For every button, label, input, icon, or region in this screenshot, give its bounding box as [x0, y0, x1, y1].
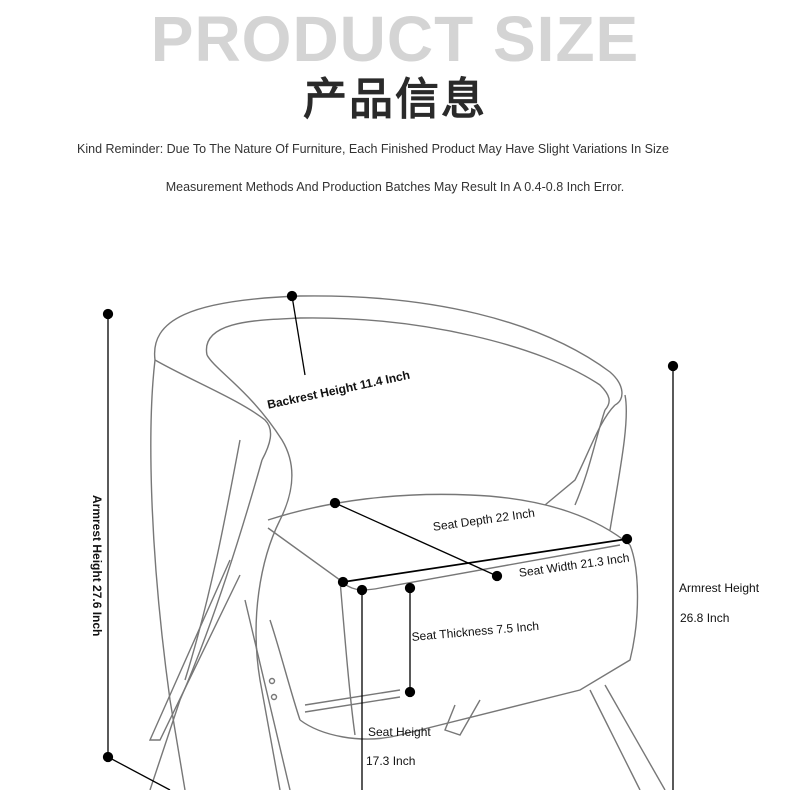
armrest-height-value: 26.8 Inch [680, 611, 730, 625]
title-cn: 产品信息 [303, 75, 487, 124]
seat-height-value: 17.3 Inch [366, 754, 416, 768]
seat-height-label: Seat Height [368, 725, 431, 739]
total-armrest-height-label: Armrest Height 27.6 Inch [90, 495, 104, 637]
armrest-height-label: Armrest Height [679, 581, 760, 595]
reminder-line-1: Kind Reminder: Due To The Nature Of Furn… [77, 142, 669, 156]
reminder-line-2: Measurement Methods And Production Batch… [165, 180, 625, 194]
dimension-lines [102, 290, 679, 790]
backrest-dot [286, 290, 298, 302]
title-en: PRODUCT SIZE [150, 3, 640, 75]
